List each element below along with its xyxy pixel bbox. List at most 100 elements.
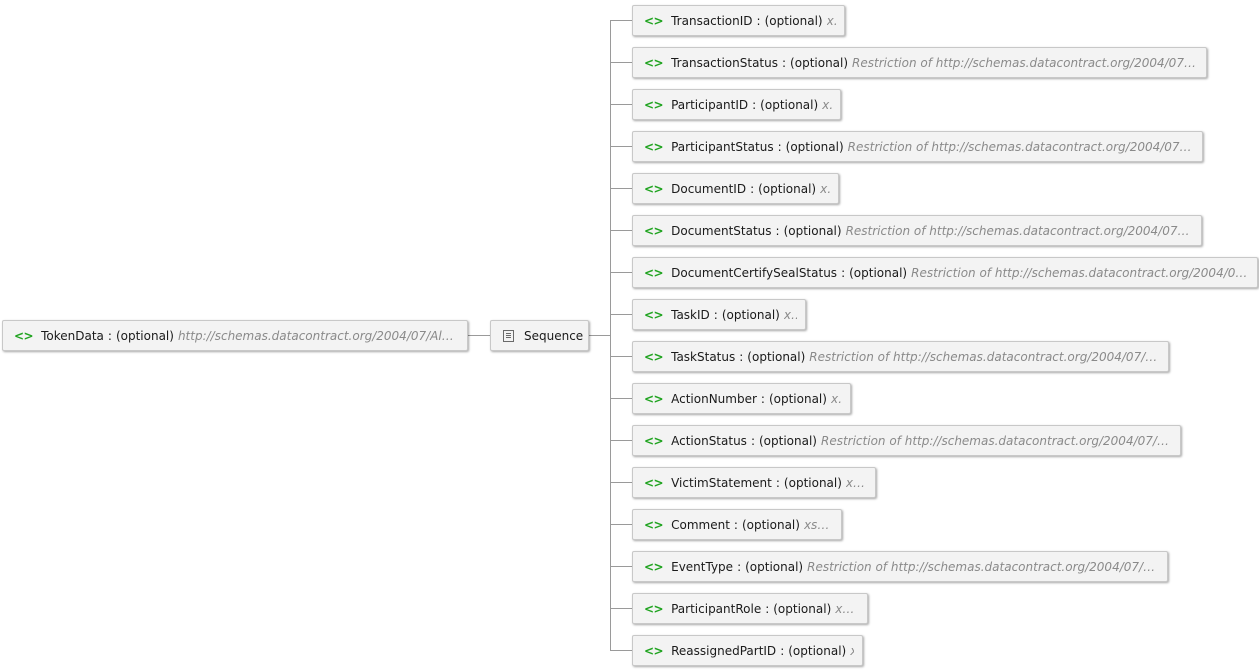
separator: : [752, 97, 757, 112]
child-element-node[interactable]: <> VictimStatement:(optional)xs:string [632, 467, 876, 498]
element-name: VictimStatement [671, 475, 772, 490]
occurrence: (optional) [790, 55, 849, 70]
element-icon: <> [644, 55, 664, 70]
element-name: ParticipantStatus [671, 139, 774, 154]
child-element-node[interactable]: <>ActionNumber:(optional)xs:int [632, 383, 851, 414]
occurrence: (optional) [758, 181, 817, 196]
occurrence: (optional) [747, 349, 806, 364]
element-type: xs:int [850, 644, 854, 658]
child-element-node[interactable]: <> TaskID:(optional)xs:int [632, 299, 806, 330]
element-name: EventType [671, 559, 734, 574]
child-element-node[interactable]: <> ParticipantRole:(optional)xs:string [632, 593, 868, 624]
element-name: DocumentCertifySealStatus [671, 265, 838, 280]
element-icon: <> [14, 328, 34, 343]
separator: : [713, 307, 718, 322]
child-element-node[interactable]: <> TransactionStatus:(optional)Restrictio… [632, 47, 1207, 78]
element-icon: <> [644, 475, 664, 490]
separator: : [733, 517, 738, 532]
child-element-node[interactable]: <>ActionStatus:(optional)Restriction of … [632, 425, 1181, 456]
element-type: xs:string [835, 601, 859, 616]
element-icon: <> [644, 181, 664, 196]
child-element-node[interactable]: <> ParticipantID:(optional)xs:int [632, 89, 841, 120]
element-name: ActionStatus [671, 433, 747, 448]
element-icon: <> [644, 517, 664, 532]
element-name: TransactionID [671, 13, 753, 28]
occurrence: (optional) [773, 601, 832, 616]
element-name: TaskID [671, 307, 710, 322]
occurrence: (optional) [783, 475, 842, 490]
occurrence: (optional) [721, 307, 780, 322]
child-element-node[interactable]: <>DocumentStatus:(optional)Restriction o… [632, 215, 1202, 246]
element-icon: <> [644, 601, 664, 616]
occurrence: (optional) [768, 391, 827, 406]
separator: : [782, 55, 787, 70]
occurrence: (optional) [115, 328, 174, 343]
element-name: ParticipantID [671, 97, 749, 112]
element-type: xs:int [830, 391, 842, 406]
element-name: TransactionStatus [671, 55, 778, 70]
element-name: DocumentStatus [671, 223, 772, 238]
element-type: Restriction of http://schemas.datacontra… [820, 433, 1172, 448]
sequence-label: Sequence [524, 328, 584, 343]
occurrence: (optional) [783, 223, 842, 238]
occurrence: (optional) [745, 559, 804, 574]
element-type: xs:int [826, 13, 836, 28]
separator: : [756, 13, 761, 28]
element-type: xs:int [820, 181, 830, 196]
occurrence: (optional) [764, 13, 823, 28]
element-type: xs:string [803, 517, 833, 532]
separator: : [841, 265, 846, 280]
element-name: TokenData [41, 328, 104, 343]
element-type: http://schemas.datacontract.org/2004/07/… [177, 328, 459, 343]
separator: : [765, 601, 770, 616]
element-type: Restriction of http://schemas.datacontra… [807, 559, 1159, 574]
element-icon: <> [644, 139, 664, 154]
element-type: Restriction of http://schemas.datacontra… [845, 223, 1193, 238]
element-icon: <> [644, 643, 664, 658]
element-type: xs:int [783, 307, 797, 322]
element-name: DocumentID [671, 181, 747, 196]
separator: : [777, 139, 782, 154]
sequence-node[interactable]: Sequence [490, 320, 589, 351]
separator: : [760, 391, 765, 406]
element-icon: <> [644, 13, 664, 28]
element-icon: <> [644, 433, 664, 448]
child-element-node[interactable]: <> DocumentID:(optional)xs:int [632, 173, 839, 204]
element-type: Restriction of http://schemas.datacontra… [847, 139, 1194, 154]
occurrence: (optional) [785, 139, 844, 154]
child-element-node[interactable]: <>ReassignedPartID:(optional)xs:int [632, 635, 863, 666]
child-element-node[interactable]: <> TransactionID:(optional)xs:int [632, 5, 845, 36]
root-element-node[interactable]: <> TokenData : (optional) http://schemas… [2, 320, 468, 351]
separator: : [107, 328, 112, 343]
element-type: xs:int [822, 97, 832, 112]
element-icon: <> [644, 391, 664, 406]
child-element-node[interactable]: <> ParticipantStatus:(optional)Restrictio… [632, 131, 1203, 162]
element-type: Restriction of http://schemas.datacontra… [809, 349, 1160, 364]
sequence-icon [503, 329, 514, 342]
element-type: Restriction of http://schemas.datacontra… [852, 55, 1198, 70]
child-element-node[interactable]: <>EventType:(optional)Restriction of htt… [632, 551, 1168, 582]
separator: : [775, 223, 780, 238]
child-element-node[interactable]: <>DocumentCertifySealStatus:(optional)Re… [632, 257, 1258, 288]
occurrence: (optional) [758, 433, 817, 448]
element-type: xs:string [845, 475, 867, 490]
element-type: Restriction of http://schemas.datacontra… [911, 265, 1249, 280]
separator: : [750, 181, 755, 196]
child-element-node[interactable]: <> TaskStatus:(optional)Restriction of ht… [632, 341, 1169, 372]
separator: : [775, 475, 780, 490]
occurrence: (optional) [788, 643, 847, 658]
element-icon: <> [644, 307, 664, 322]
element-icon: <> [644, 97, 664, 112]
separator: : [780, 643, 785, 658]
element-icon: <> [644, 265, 664, 280]
child-element-node[interactable]: <> Comment:(optional)xs:string [632, 509, 842, 540]
occurrence: (optional) [741, 517, 800, 532]
element-name: Comment [671, 517, 730, 532]
element-name: ParticipantRole [671, 601, 762, 616]
element-icon: <> [644, 349, 664, 364]
occurrence: (optional) [760, 97, 819, 112]
element-name: TaskStatus [671, 349, 736, 364]
separator: : [737, 559, 742, 574]
separator: : [739, 349, 744, 364]
